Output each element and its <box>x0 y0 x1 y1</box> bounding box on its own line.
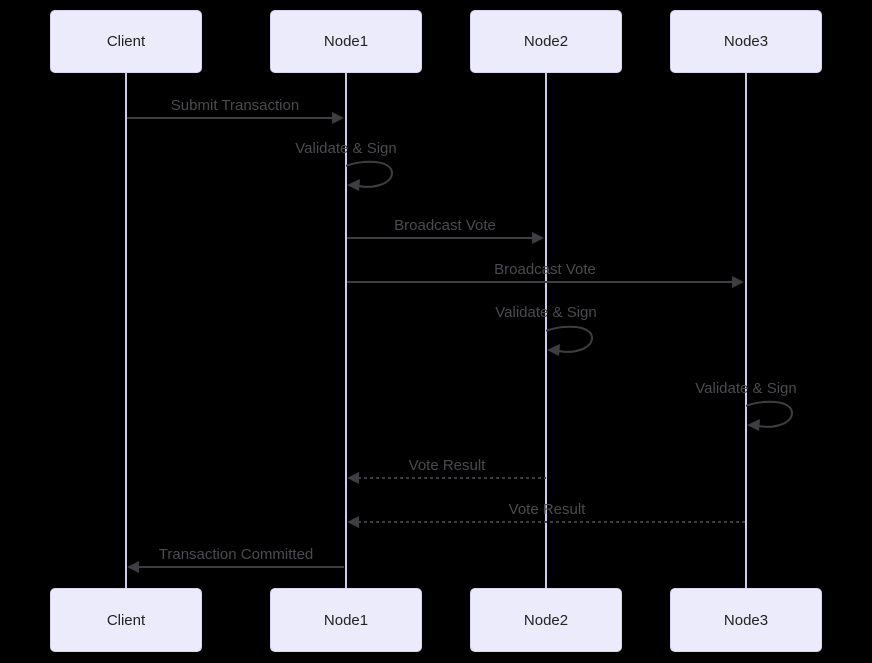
message-line <box>138 566 344 568</box>
lifeline-node1 <box>345 73 347 588</box>
lifeline-node3 <box>745 73 747 588</box>
message-label: Validate & Sign <box>295 140 397 157</box>
actor-label: Node3 <box>723 33 769 50</box>
message-label: Validate & Sign <box>495 304 597 321</box>
actor-label: Node1 <box>323 33 369 50</box>
message-label: Broadcast Vote <box>494 261 596 278</box>
message-line <box>347 281 733 283</box>
message-line <box>127 117 333 119</box>
actor-box-node3-bottom: Node3 <box>670 588 822 652</box>
message-label: Transaction Committed <box>158 546 314 563</box>
arrowhead-right <box>732 276 744 288</box>
actor-box-node3-top: Node3 <box>670 10 822 73</box>
message-label: Validate & Sign <box>695 380 797 397</box>
actor-label: Node3 <box>723 611 769 629</box>
message-label: Vote Result <box>508 501 586 518</box>
actor-box-node1-top: Node1 <box>270 10 422 73</box>
lifeline-client <box>125 73 127 588</box>
actor-box-client-top: Client <box>50 10 202 73</box>
self-loop-arrow-icon <box>346 160 394 191</box>
arrowhead-left <box>347 472 359 484</box>
self-loop-arrow-icon <box>546 325 594 356</box>
message-label: Vote Result <box>408 457 486 474</box>
actor-label: Node2 <box>523 611 569 629</box>
message-line <box>358 477 546 479</box>
self-loop-arrow-icon <box>746 400 794 431</box>
actor-label: Client <box>106 33 146 50</box>
arrowhead-right <box>532 232 544 244</box>
actor-label: Node2 <box>523 33 569 50</box>
message-label: Broadcast Vote <box>394 217 496 234</box>
arrowhead-left <box>347 516 359 528</box>
message-line <box>358 521 746 523</box>
arrowhead-left <box>127 561 139 573</box>
arrowhead-right <box>332 112 344 124</box>
actor-box-node1-bottom: Node1 <box>270 588 422 652</box>
actor-label: Node1 <box>323 611 369 629</box>
actor-box-client-bottom: Client <box>50 588 202 652</box>
actor-label: Client <box>106 611 146 629</box>
message-label: Submit Transaction <box>170 97 300 114</box>
actor-box-node2-top: Node2 <box>470 10 622 73</box>
actor-box-node2-bottom: Node2 <box>470 588 622 652</box>
message-line <box>347 237 533 239</box>
